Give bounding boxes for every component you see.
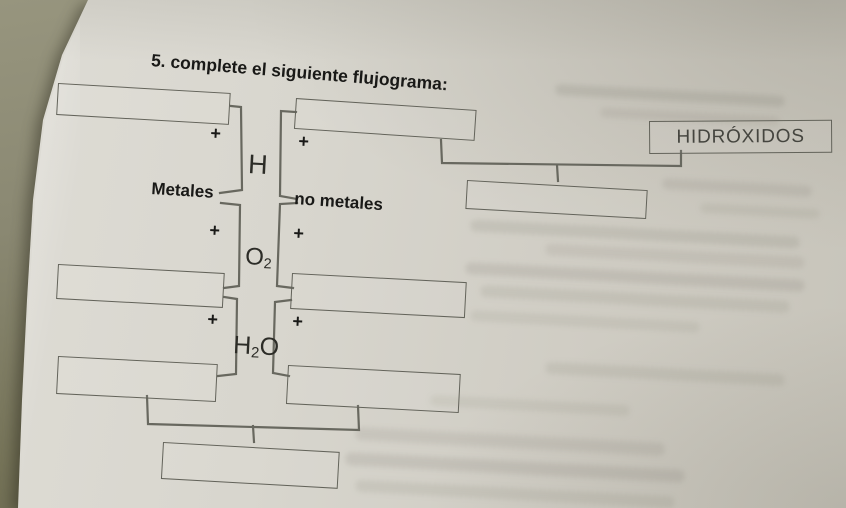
- plus-sign: +: [291, 311, 304, 332]
- plus-sign: +: [206, 309, 219, 330]
- hidroxidos-label: HIDRÓXIDOS: [676, 125, 805, 148]
- oxygen-subscript: 2: [263, 256, 273, 273]
- hydrogen-label: H: [247, 149, 269, 180]
- plus-sign: +: [292, 223, 305, 244]
- water-label: H2O: [232, 331, 280, 362]
- metales-label: Metales: [150, 179, 215, 202]
- oxygen-label: O2: [244, 243, 273, 273]
- hidroxidos-box: HIDRÓXIDOS: [649, 119, 833, 154]
- plus-sign: +: [297, 131, 310, 152]
- water-h-symbol: H: [232, 331, 253, 360]
- plus-sign: +: [208, 220, 221, 241]
- oxygen-symbol: O: [244, 243, 265, 271]
- plus-sign: +: [209, 123, 222, 144]
- water-o-symbol: O: [258, 332, 280, 362]
- answer-box-lower-left[interactable]: [56, 356, 218, 403]
